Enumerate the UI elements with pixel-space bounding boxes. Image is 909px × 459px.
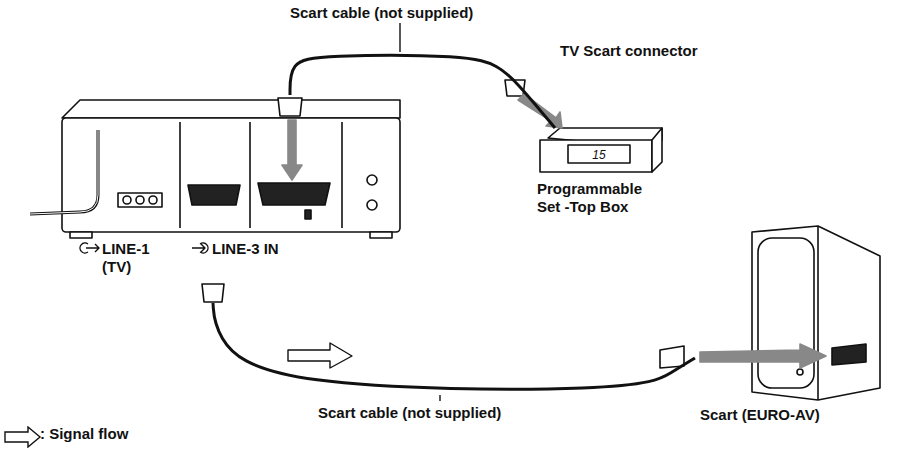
tv-edge <box>817 226 819 400</box>
antenna-connector <box>367 200 377 210</box>
scart-socket-line1 <box>188 185 240 205</box>
vcr-foot <box>370 232 392 238</box>
panel-divider <box>179 122 181 228</box>
switch <box>305 210 311 219</box>
power-cord <box>30 130 98 214</box>
node-label: Programmable Set -Top Box <box>537 180 667 216</box>
vcr-unit: LINE-1 (TV) LINE-3 IN <box>62 95 402 303</box>
node-label: LINE-1 (TV) <box>102 240 172 276</box>
scart-plug <box>660 346 684 368</box>
node-label: 15 <box>570 146 628 164</box>
connector-label: TV Scart connector <box>560 42 698 60</box>
leader-line <box>399 23 400 52</box>
vcr-foot <box>70 232 92 238</box>
output-symbol <box>80 243 99 253</box>
panel-divider <box>341 122 343 228</box>
scart-socket-line3 <box>258 183 330 205</box>
cable-label: Scart cable (not supplied) <box>290 4 473 22</box>
node-label: Scart (EURO-AV) <box>700 406 890 424</box>
vcr-back-panel <box>62 118 400 232</box>
leader-line <box>439 395 440 401</box>
panel-divider <box>249 122 251 228</box>
vcr-top <box>62 100 400 118</box>
power-cord <box>30 130 98 214</box>
scart-plug <box>202 284 224 302</box>
signal-flow-symbol <box>5 427 40 447</box>
signal-flow-arrow <box>288 343 352 368</box>
input-symbol <box>192 243 208 253</box>
rca-jacks <box>118 193 162 207</box>
stb-display <box>568 145 630 163</box>
tv-body <box>752 226 880 400</box>
cable-label: Scart cable (not supplied) <box>318 404 501 422</box>
stb-front <box>540 140 652 172</box>
scart-cable <box>290 55 555 128</box>
node-label: LINE-3 IN <box>212 240 322 258</box>
spacer <box>530 62 560 80</box>
legend-sample <box>4 426 44 448</box>
scart-plug <box>278 98 302 116</box>
tv-scart-socket <box>832 344 866 365</box>
rca-jack <box>136 196 144 204</box>
insert-arrow <box>282 120 302 180</box>
rca-jack <box>149 196 157 204</box>
stb-side <box>652 128 662 172</box>
set-top-box: 15Programmable Set -Top Box <box>537 128 669 232</box>
scart-cable <box>213 303 695 389</box>
tv-set: Scart (EURO-AV) <box>695 220 895 434</box>
insert-arrow <box>700 344 826 368</box>
antenna-connector <box>367 175 377 185</box>
tv-knob <box>797 369 803 375</box>
rca-jack <box>123 196 131 204</box>
legend-text: : Signal flow <box>40 425 128 443</box>
